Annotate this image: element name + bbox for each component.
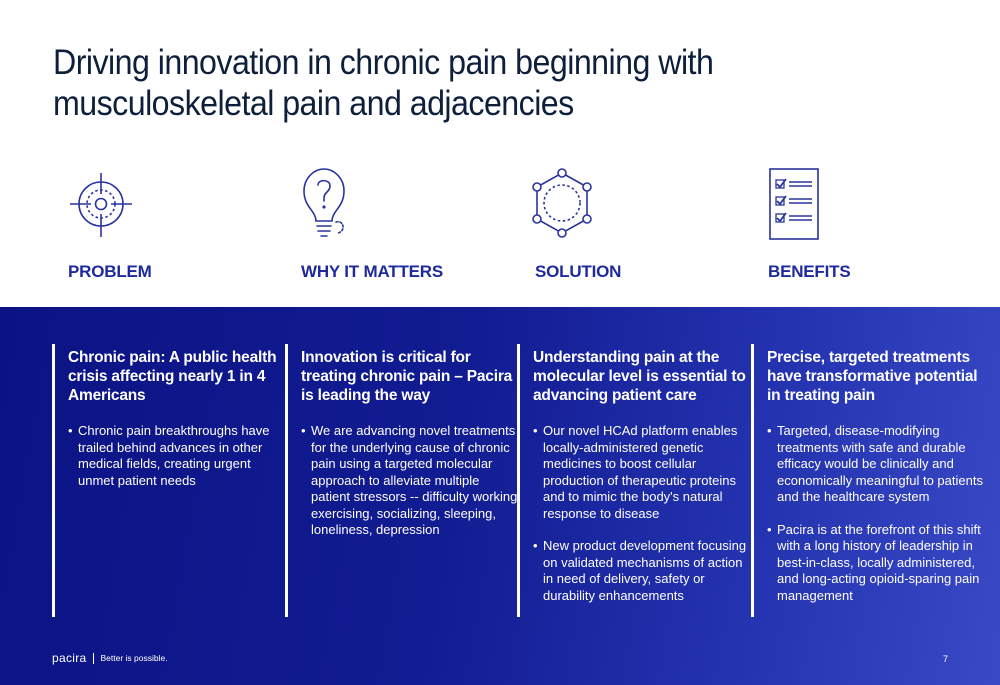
heading-problem: PROBLEM bbox=[68, 262, 152, 281]
problem-bullet-list: Chronic pain breakthroughs have trailed … bbox=[68, 423, 288, 489]
lightbulb-question-icon bbox=[294, 165, 360, 243]
list-item: Targeted, disease-modifying treatments w… bbox=[767, 423, 987, 506]
pacira-logo: pacira bbox=[52, 651, 87, 665]
solution-column: Understanding pain at the molecular leve… bbox=[517, 344, 753, 617]
benefits-subheading: Precise, targeted treatments have transf… bbox=[767, 349, 978, 404]
list-item: Pacira is at the forefront of this shift… bbox=[767, 522, 987, 605]
page-number: 7 bbox=[942, 654, 948, 664]
list-item: Chronic pain breakthroughs have trailed … bbox=[68, 423, 288, 489]
list-item: We are advancing novel treatments for th… bbox=[301, 423, 521, 539]
problem-column: Chronic pain: A public health crisis aff… bbox=[52, 344, 288, 617]
crosshair-target-icon bbox=[68, 165, 134, 243]
checklist-clipboard-icon bbox=[762, 165, 828, 243]
why-it-matters-column: Innovation is critical for treating chro… bbox=[285, 344, 521, 617]
footer-tagline: Better is possible. bbox=[100, 653, 168, 663]
heading-benefits: BENEFITS bbox=[768, 262, 851, 281]
list-item: New product development focusing on vali… bbox=[533, 538, 753, 604]
why-it-matters-subheading: Innovation is critical for treating chro… bbox=[301, 349, 513, 404]
list-item: Our novel HCAd platform enables locally-… bbox=[533, 423, 753, 522]
benefits-bullet-list: Targeted, disease-modifying treatments w… bbox=[767, 423, 987, 604]
why-it-matters-bullet-list: We are advancing novel treatments for th… bbox=[301, 423, 521, 539]
problem-subheading: Chronic pain: A public health crisis aff… bbox=[68, 349, 277, 404]
molecule-hexagon-icon bbox=[529, 165, 595, 243]
footer: pacira Better is possible. bbox=[52, 651, 168, 665]
benefits-column: Precise, targeted treatments have transf… bbox=[751, 344, 987, 617]
content-panel: Chronic pain: A public health crisis aff… bbox=[0, 307, 1000, 685]
heading-solution: SOLUTION bbox=[535, 262, 622, 281]
footer-divider bbox=[93, 652, 95, 664]
solution-bullet-list: Our novel HCAd platform enables locally-… bbox=[533, 423, 753, 604]
heading-why-it-matters: WHY IT MATTERS bbox=[301, 262, 444, 281]
slide-title: Driving innovation in chronic pain begin… bbox=[53, 43, 714, 123]
solution-subheading: Understanding pain at the molecular leve… bbox=[533, 349, 746, 404]
